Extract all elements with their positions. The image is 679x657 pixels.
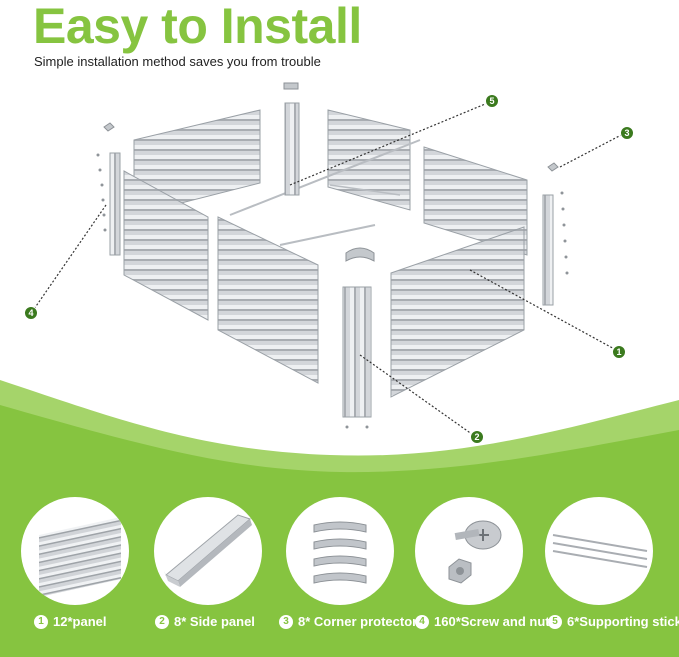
corner-protector: [103, 122, 115, 132]
part-panel-image: [21, 497, 129, 605]
callout-4: 4: [24, 306, 38, 320]
side-panel-icon: [164, 514, 252, 587]
part-label-text: 6*Supporting stick: [567, 614, 679, 629]
exploded-bed-diagram: [31, 82, 626, 438]
callout-5: 5: [485, 94, 499, 108]
part-number: 2: [155, 614, 169, 629]
part-label-4: 4 160*Screw and nut: [415, 614, 550, 629]
corner-protector: [547, 162, 559, 172]
corner-protector-icon: [313, 521, 367, 584]
part-label-2: 2 8* Side panel: [155, 614, 255, 629]
callout-3: 3: [620, 126, 634, 140]
screw-nut-icon: [448, 520, 502, 584]
part-number: 1: [34, 614, 48, 629]
part-corner-protector-image: [286, 497, 394, 605]
connector-strip: [284, 102, 300, 196]
part-label-text: 12*panel: [53, 614, 107, 629]
part-label-1: 1 12*panel: [34, 614, 106, 629]
part-number: 4: [415, 614, 429, 629]
part-supporting-stick-image: [545, 497, 653, 605]
panel-left: [123, 170, 209, 321]
support-rod: [329, 184, 401, 196]
corner-protector: [283, 82, 299, 90]
callout-2: 2: [470, 430, 484, 444]
connector-strip: [109, 152, 121, 256]
page-title: Easy to Install: [33, 0, 362, 54]
connector-strip: [342, 286, 372, 418]
page-subtitle: Simple installation method saves you fro…: [34, 54, 321, 69]
panel-far-right: [423, 146, 528, 256]
part-label-3: 3 8* Corner protector: [279, 614, 417, 629]
part-label-5: 5 6*Supporting stick: [548, 614, 679, 629]
corner-protector: [345, 247, 375, 262]
part-side-panel-image: [154, 497, 262, 605]
callout-1: 1: [612, 345, 626, 359]
connector-strip: [542, 194, 554, 306]
part-screw-nut-image: [415, 497, 523, 605]
part-number: 5: [548, 614, 562, 629]
part-number: 3: [279, 614, 293, 629]
panel-front-left: [217, 216, 319, 384]
panel-front-right: [390, 226, 525, 398]
corrugated-panel-icon: [39, 517, 121, 597]
part-label-text: 8* Corner protector: [298, 614, 418, 629]
support-rod: [229, 139, 421, 216]
support-rod: [279, 224, 376, 246]
part-label-text: 8* Side panel: [174, 614, 255, 629]
part-label-text: 160*Screw and nut: [434, 614, 550, 629]
supporting-stick-icon: [552, 534, 648, 568]
